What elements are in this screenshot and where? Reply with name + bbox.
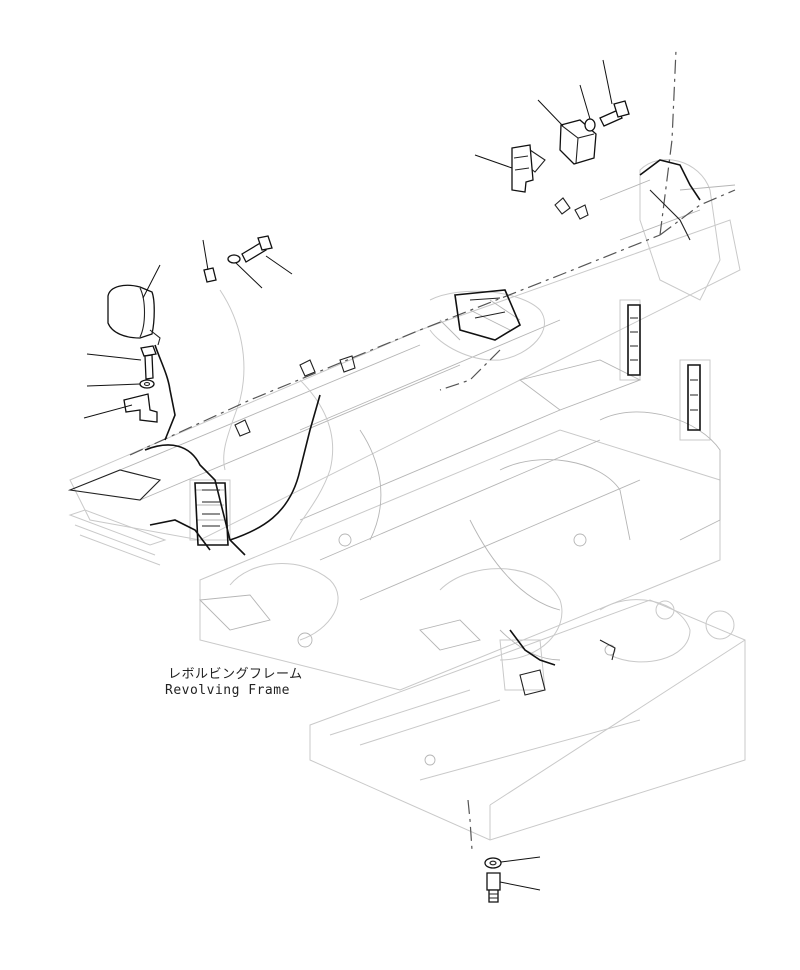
part-bracket-right: [511, 144, 534, 193]
part-bolt-bottom: [486, 872, 501, 903]
wiring-harness: [67, 49, 736, 851]
part-lamp: [107, 284, 161, 346]
caption-english: Revolving Frame: [165, 683, 290, 698]
part-washer-top: [227, 254, 241, 264]
part-washer-bottom: [484, 857, 502, 869]
part-clamp: [203, 267, 217, 283]
caption-japanese: レボルビングフレーム: [168, 667, 303, 682]
part-relay-box: [559, 119, 597, 165]
part-bolt-left: [140, 345, 157, 380]
part-washer-right: [584, 118, 596, 132]
revolving-frame-outline: [68, 159, 746, 841]
part-bolt-right: [599, 100, 630, 127]
part-washer-left: [139, 379, 155, 389]
part-bracket-left: [123, 393, 158, 423]
part-bolt-top: [241, 235, 273, 263]
leader-lines: [83, 59, 613, 891]
